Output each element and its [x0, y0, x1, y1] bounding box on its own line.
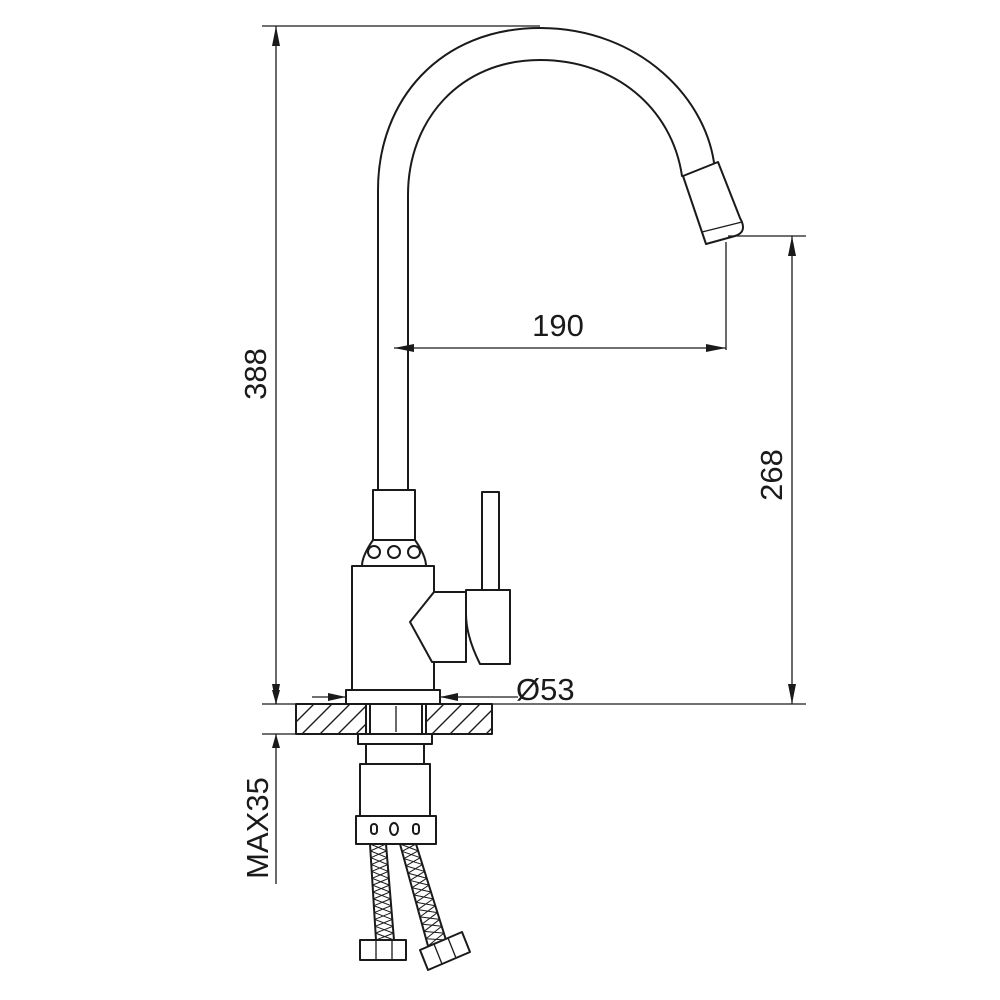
flexible-hoses	[359, 843, 471, 971]
braid-line	[421, 912, 438, 925]
mounting-sleeve	[359, 763, 431, 817]
spout-collar	[361, 489, 427, 567]
braid-line	[409, 871, 425, 881]
hatch-line	[431, 703, 463, 735]
hatch-line	[319, 703, 351, 735]
braid-line	[407, 864, 423, 874]
countertop-hatch-left	[295, 703, 367, 735]
braid-line	[374, 905, 392, 914]
dimension-label-diameter: Ø53	[516, 672, 575, 707]
spray-head	[682, 161, 745, 245]
braid-line	[415, 891, 432, 903]
braid-line	[370, 843, 387, 852]
braid-line	[371, 857, 388, 866]
hatch-line	[355, 723, 367, 735]
dimension-label-388: 388	[238, 348, 273, 400]
dimension-spout-reach: 190	[394, 242, 727, 352]
base-flange	[345, 689, 441, 705]
gooseneck-spout	[377, 27, 716, 491]
lever-handle	[465, 491, 511, 665]
dimension-label-190: 190	[532, 308, 584, 343]
braid-line	[419, 905, 436, 918]
dimension-spout-height: 268	[492, 235, 806, 705]
braid-line	[373, 898, 391, 907]
hatch-line	[449, 703, 481, 735]
braid-line	[371, 870, 389, 879]
braid-line	[427, 932, 445, 947]
hatch-line	[295, 703, 315, 723]
braid-line	[413, 884, 430, 896]
braid-line	[401, 843, 417, 852]
hatch-line	[425, 703, 445, 723]
dimension-max-thickness: MAX35	[240, 684, 296, 884]
braid-line	[423, 919, 440, 932]
braid-line	[372, 884, 390, 893]
hatch-line	[337, 705, 367, 735]
hatch-line	[485, 727, 493, 735]
braid-line	[403, 850, 419, 860]
hatch-line	[467, 709, 493, 735]
braid-line	[370, 850, 387, 859]
braid-line	[371, 864, 388, 872]
hose-fitting-left	[359, 939, 407, 961]
braid-line	[374, 912, 392, 920]
hatch-line	[301, 703, 333, 735]
dimension-total-height: 388	[238, 25, 540, 705]
washer	[357, 733, 433, 745]
locking-nut	[365, 743, 425, 765]
braid-line	[405, 857, 421, 867]
cartridge-housing	[409, 591, 467, 663]
dimension-label-268: 268	[754, 449, 789, 501]
braid-line	[372, 877, 390, 886]
braid-line	[417, 898, 434, 910]
braid-line	[375, 932, 394, 941]
mounting-hardware	[355, 703, 437, 845]
braid-line	[373, 891, 391, 900]
faucet	[345, 27, 745, 705]
braid-line	[425, 925, 443, 940]
dimension-label-max35: MAX35	[240, 777, 275, 879]
hose-left	[359, 843, 407, 961]
countertop-hatch-right	[425, 703, 493, 735]
braid-line	[374, 918, 393, 927]
dimension-base-diameter: Ø53	[312, 672, 575, 707]
hose-right	[399, 843, 471, 971]
braid-line	[411, 877, 427, 889]
braid-line	[375, 925, 394, 934]
